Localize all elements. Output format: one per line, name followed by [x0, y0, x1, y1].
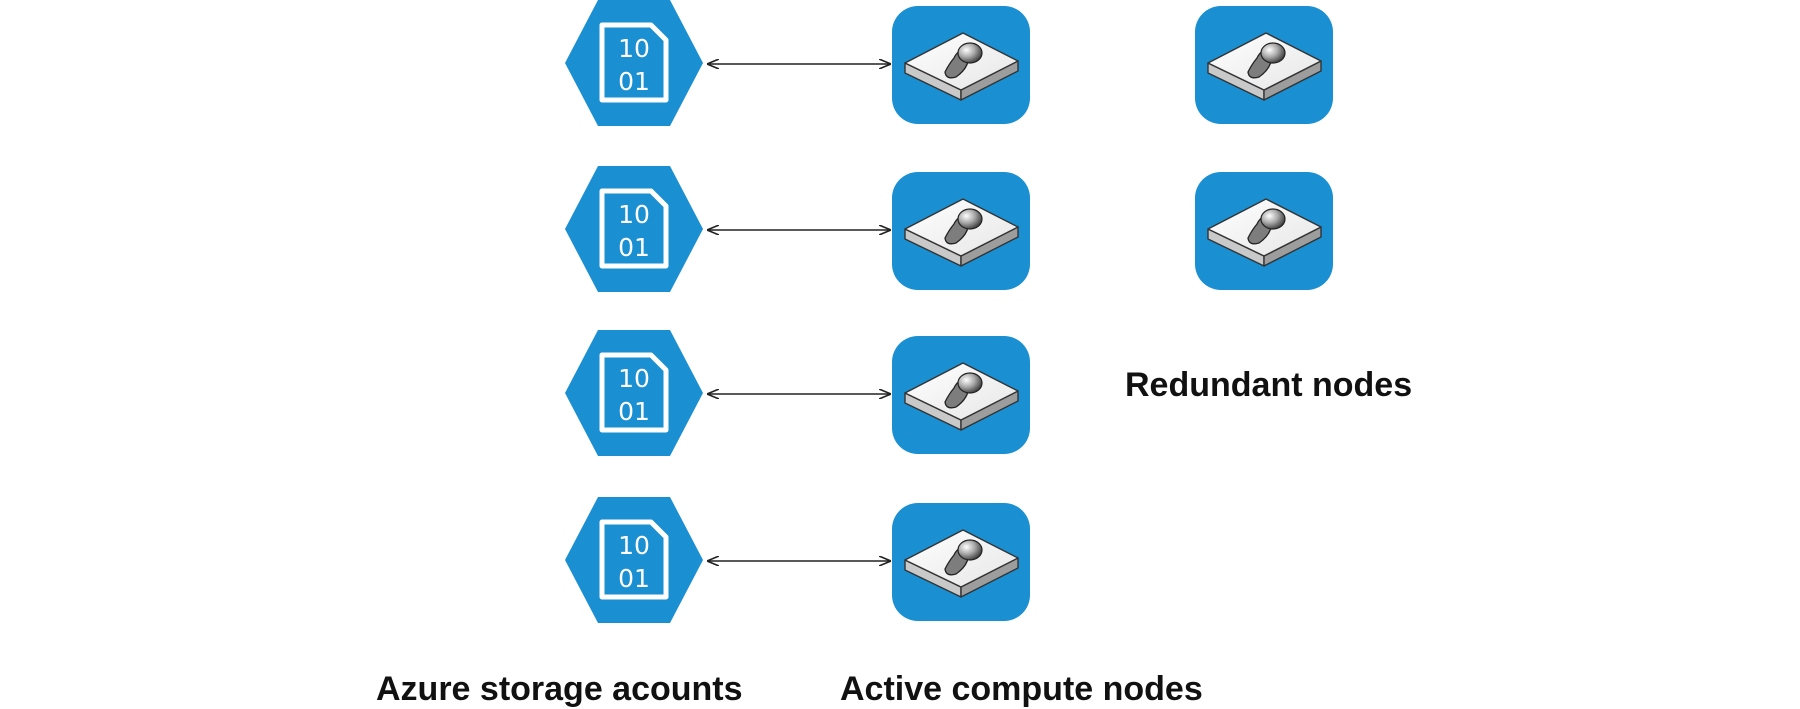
- active-compute-node-icon: [892, 172, 1030, 290]
- storage-binary-line-2: 01: [618, 397, 650, 426]
- storage-accounts-caption: Azure storage acounts: [376, 670, 743, 708]
- storage-account-icon: 10 01: [565, 497, 703, 623]
- storage-binary-line-1: 10: [618, 34, 650, 63]
- active-compute-node-icon: [892, 336, 1030, 454]
- active-nodes-caption: Active compute nodes: [840, 670, 1203, 708]
- storage-binary-line-2: 01: [618, 233, 650, 262]
- redundant-compute-node-icon: [1195, 172, 1333, 290]
- storage-account-icon: 10 01: [565, 0, 703, 126]
- redundant-nodes-caption: Redundant nodes: [1125, 366, 1413, 404]
- storage-accounts-column: 10 01 10 01 10 01 10 01: [565, 0, 703, 623]
- storage-account-icon: 10 01: [565, 166, 703, 292]
- redundant-compute-node-icon: [1195, 6, 1333, 124]
- active-compute-nodes-column: [892, 6, 1030, 621]
- storage-binary-line-1: 10: [618, 200, 650, 229]
- storage-binary-line-1: 10: [618, 364, 650, 393]
- storage-account-icon: 10 01: [565, 330, 703, 456]
- connectors: [708, 64, 890, 561]
- storage-binary-line-2: 01: [618, 67, 650, 96]
- storage-binary-line-1: 10: [618, 531, 650, 560]
- redundant-nodes-column: [1195, 6, 1333, 290]
- active-compute-node-icon: [892, 6, 1030, 124]
- active-compute-node-icon: [892, 503, 1030, 621]
- storage-binary-line-2: 01: [618, 564, 650, 593]
